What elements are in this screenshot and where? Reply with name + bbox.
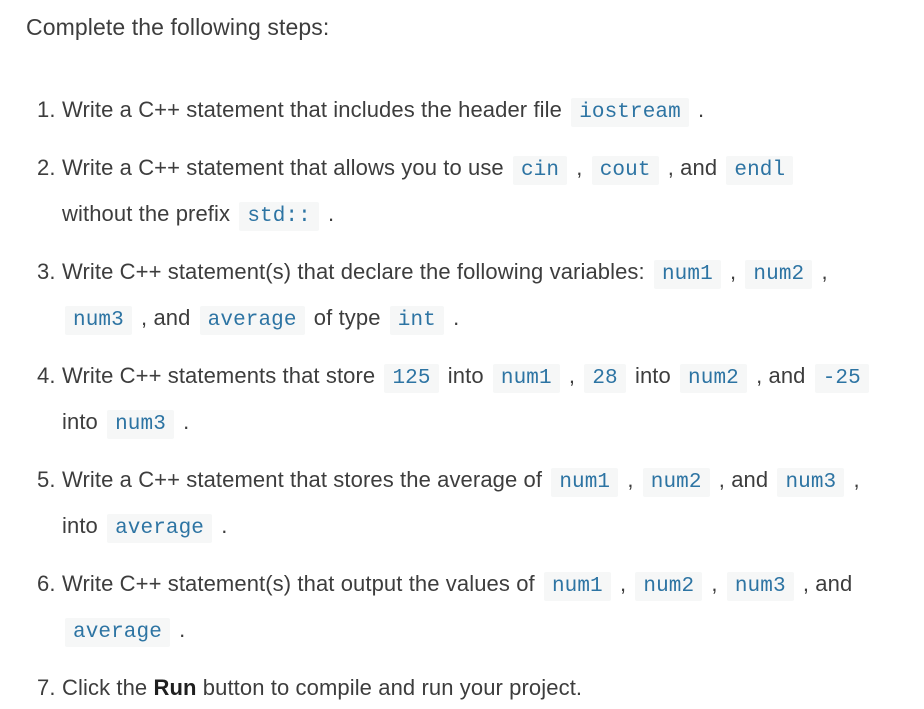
step-text: , [723, 259, 743, 284]
step-number: 6. [37, 571, 56, 596]
step-text: , [570, 155, 589, 180]
inline-code-chip: num2 [635, 572, 703, 601]
step-text: , [815, 259, 828, 284]
inline-code-chip: std:: [239, 202, 319, 231]
step-text: Write C++ statement(s) that output the v… [62, 571, 541, 596]
step-text: Write a C++ statement that stores the av… [62, 467, 549, 492]
step-text: , [613, 571, 633, 596]
step-text: into [628, 363, 678, 388]
step-number: 5. [37, 467, 56, 492]
step-text: , [705, 571, 724, 596]
step-text: , and [749, 363, 812, 388]
step-number: 7. [37, 675, 56, 700]
inline-code-chip: num2 [680, 364, 747, 393]
step-number: 2. [37, 155, 56, 180]
step-text: , and [661, 155, 724, 180]
step-text: , [562, 363, 582, 388]
inline-code-chip: num3 [726, 572, 794, 601]
step-number: 4. [37, 363, 56, 388]
step-text: . [321, 201, 335, 226]
inline-code-chip: num2 [642, 468, 710, 497]
inline-code-chip: num1 [653, 260, 721, 289]
inline-code-chip: -25 [814, 364, 869, 393]
step-text: Write a C++ statement that includes the … [62, 97, 569, 122]
bold-text: Run [153, 675, 197, 700]
step-text: into [62, 409, 105, 434]
step-item: 7.Click the Run button to compile and ru… [26, 666, 918, 709]
step-text: Write C++ statements that store [62, 363, 382, 388]
step-text: Click the [62, 675, 154, 700]
inline-code-chip: cin [512, 156, 568, 185]
inline-code-chip: num2 [745, 260, 813, 289]
step-text: into [441, 363, 490, 388]
step-text: . [446, 305, 460, 330]
step-text: , [621, 467, 640, 492]
step-number: 1. [37, 97, 56, 122]
inline-code-chip: 125 [384, 364, 439, 393]
inline-code-chip: average [199, 306, 305, 335]
inline-code-chip: num3 [65, 306, 132, 335]
step-text: Write C++ statement(s) that declare the … [62, 259, 651, 284]
steps-list: 1.Write a C++ statement that includes th… [26, 88, 918, 709]
step-text: . [215, 513, 228, 538]
page-title: Complete the following steps: [26, 14, 330, 40]
inline-code-chip: cout [591, 156, 659, 185]
step-item: 5.Write a C++ statement that stores the … [26, 458, 918, 550]
step-item: 4.Write C++ statements that store 125 in… [26, 354, 918, 446]
inline-code-chip: num1 [543, 572, 611, 601]
inline-code-chip: num1 [492, 364, 560, 393]
inline-code-chip: num3 [107, 410, 174, 439]
step-text: of type [307, 305, 387, 330]
inline-code-chip: 28 [584, 364, 626, 393]
step-text: . [172, 617, 186, 642]
step-number: 3. [37, 259, 56, 284]
step-item: 6.Write C++ statement(s) that output the… [26, 562, 918, 654]
inline-code-chip: num3 [777, 468, 845, 497]
step-text: , and [712, 467, 775, 492]
inline-code-chip: average [65, 618, 170, 647]
inline-code-chip: endl [726, 156, 794, 185]
step-text: . [176, 409, 190, 434]
step-text: , and [134, 305, 197, 330]
step-text: button to compile and run your project. [196, 675, 583, 700]
step-text: Write a C++ statement that allows you to… [62, 155, 510, 180]
inline-code-chip: int [389, 306, 444, 335]
inline-code-chip: num1 [551, 468, 619, 497]
inline-code-chip: average [107, 514, 213, 543]
step-text: without the prefix [62, 201, 237, 226]
step-text: into [62, 513, 105, 538]
step-text: . [691, 97, 705, 122]
step-item: 3.Write C++ statement(s) that declare th… [26, 250, 918, 342]
inline-code-chip: iostream [571, 98, 689, 127]
step-text: , [847, 467, 860, 492]
step-item: 1.Write a C++ statement that includes th… [26, 88, 918, 134]
step-item: 2.Write a C++ statement that allows you … [26, 146, 918, 238]
step-text: , and [796, 571, 853, 596]
